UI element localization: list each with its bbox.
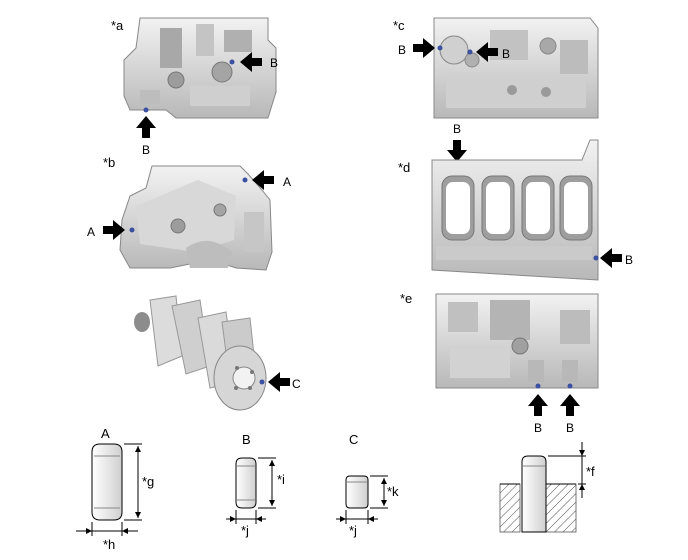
knock-pin-b bbox=[235, 457, 257, 509]
installed-knock-pin bbox=[521, 455, 547, 533]
view-label-b: *b bbox=[103, 155, 115, 170]
view-label-e: *e bbox=[400, 291, 412, 306]
arrow-left-icon bbox=[600, 248, 622, 268]
pin-c-title: C bbox=[349, 432, 358, 447]
block-section-right bbox=[545, 483, 577, 533]
block-deck-illustration-d bbox=[431, 139, 599, 281]
pin-b-title: B bbox=[242, 432, 251, 447]
install-protrusion-label: *f bbox=[586, 464, 595, 479]
knock-pin-hole-a-bottom bbox=[143, 107, 149, 113]
view-a: *a B B bbox=[111, 17, 278, 157]
knock-pin-hole-c-inner bbox=[467, 49, 473, 55]
callout-d-top: B bbox=[453, 122, 461, 136]
installed-pin-detail: *f bbox=[499, 442, 595, 533]
crankshaft-view: C bbox=[134, 295, 301, 411]
arrow-right-icon bbox=[413, 38, 435, 58]
block-section-left bbox=[499, 483, 521, 533]
callout-e-bottom-2: B bbox=[566, 421, 574, 435]
view-label-c: *c bbox=[393, 18, 405, 33]
view-e: *e B B bbox=[400, 291, 599, 435]
callout-a-right: B bbox=[270, 56, 278, 70]
arrow-up-icon bbox=[560, 394, 580, 416]
arrow-down-icon bbox=[447, 140, 467, 162]
block-side-illustration-c bbox=[433, 17, 599, 119]
knock-pin-a bbox=[91, 443, 123, 521]
arrow-up-icon bbox=[136, 116, 156, 138]
pin-b-detail: B *i *j bbox=[226, 432, 285, 538]
knock-pin-hole-e-2 bbox=[567, 383, 573, 389]
callout-c-left: B bbox=[398, 43, 406, 57]
pin-b-height-label: *i bbox=[277, 472, 285, 487]
block-end-illustration-b bbox=[119, 165, 273, 271]
callout-a-bottom: B bbox=[142, 143, 150, 157]
view-label-a: *a bbox=[111, 18, 124, 33]
crankshaft-illustration bbox=[134, 295, 267, 411]
view-b: *b A A bbox=[87, 155, 291, 271]
view-label-d: *d bbox=[398, 160, 410, 175]
callout-d-right: B bbox=[625, 253, 633, 267]
knock-pin-hole-c-left bbox=[437, 45, 443, 51]
arrow-up-icon bbox=[528, 394, 548, 416]
knock-pin-hole-b-left bbox=[129, 227, 135, 233]
arrow-left-icon bbox=[268, 372, 290, 392]
block-end-illustration-a bbox=[123, 17, 277, 119]
pin-a-width-label: *h bbox=[103, 537, 115, 552]
callout-crank: C bbox=[292, 377, 301, 391]
knock-pin-hole-crank bbox=[259, 379, 265, 385]
view-d: B *d B bbox=[398, 122, 633, 281]
knock-pin-hole-a-right bbox=[229, 59, 235, 65]
knock-pin-c bbox=[345, 475, 369, 509]
callout-e-bottom-1: B bbox=[534, 421, 542, 435]
pin-c-detail: C *k *j bbox=[336, 432, 399, 538]
pin-a-title: A bbox=[101, 426, 110, 441]
pin-c-width-label: *j bbox=[349, 523, 357, 538]
callout-b-right: A bbox=[283, 175, 291, 189]
view-c: *c B B bbox=[393, 17, 599, 119]
knock-pin-hole-d-right bbox=[593, 255, 599, 261]
callout-c-inner: B bbox=[502, 47, 510, 61]
pin-b-width-label: *j bbox=[241, 523, 249, 538]
callout-b-left: A bbox=[87, 225, 95, 239]
knock-pin-hole-b-right bbox=[242, 177, 248, 183]
pin-a-height-label: *g bbox=[142, 474, 154, 489]
knock-pin-hole-e-1 bbox=[535, 383, 541, 389]
pin-a-detail: A *g *h bbox=[76, 426, 154, 552]
pin-c-height-label: *k bbox=[387, 484, 399, 499]
block-bottom-illustration-e bbox=[435, 293, 599, 389]
